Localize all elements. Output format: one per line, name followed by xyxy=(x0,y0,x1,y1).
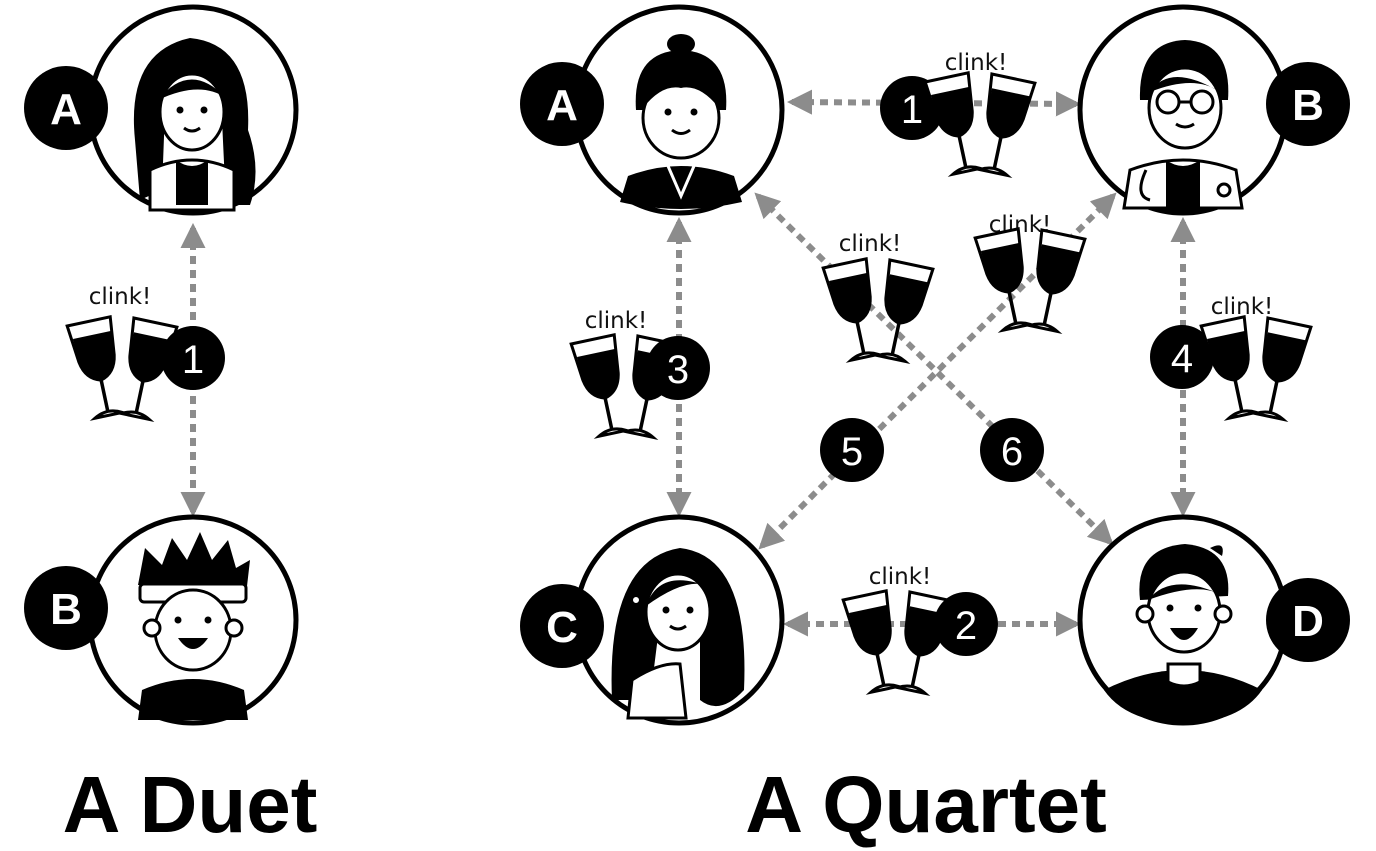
toast-number: 1 xyxy=(901,88,923,132)
boy-headband-icon xyxy=(138,532,250,720)
toast-number-badge xyxy=(820,418,884,482)
badge-b xyxy=(24,566,108,650)
quartet-toast-3: clink! 3 xyxy=(569,308,710,441)
toast-number-badge xyxy=(934,592,998,656)
wine-glasses-icon xyxy=(821,257,935,365)
clink-caption: clink! xyxy=(585,308,648,334)
clink-caption: clink! xyxy=(869,564,932,590)
toast-number: 4 xyxy=(1171,337,1193,381)
duet-toast-1: clink! 1 xyxy=(65,284,225,423)
toast-number-badge xyxy=(1150,325,1214,389)
wine-glasses-icon xyxy=(923,71,1037,179)
clink-caption: clink! xyxy=(839,231,902,257)
quartet-toast-5: clink! 5 xyxy=(820,212,1087,482)
clink-caption: clink! xyxy=(945,50,1008,76)
wine-glasses-icon xyxy=(841,589,955,697)
quartet-person-b: B xyxy=(1077,4,1350,216)
quartet-toast-1: clink! 1 xyxy=(880,50,1037,179)
duet-person-a: A xyxy=(24,4,299,216)
quartet-person-c: C xyxy=(520,514,785,726)
badge-b xyxy=(1266,62,1350,146)
woman-long-hair-icon xyxy=(611,548,745,720)
badge-d-label: D xyxy=(1292,597,1324,646)
quartet-arrow-a-d xyxy=(754,192,1114,546)
badge-a xyxy=(24,66,108,150)
badge-b-label: B xyxy=(50,585,82,634)
badge-d xyxy=(1266,578,1350,662)
badge-a-label: A xyxy=(546,81,578,130)
wine-glasses-icon xyxy=(1199,315,1313,423)
clink-caption: clink! xyxy=(89,284,152,310)
toast-number-badge xyxy=(161,326,225,390)
clink-caption: clink! xyxy=(1211,294,1274,320)
toast-number-badge xyxy=(646,336,710,400)
badge-c xyxy=(520,584,604,668)
toast-number: 3 xyxy=(667,348,689,392)
toast-number-badge xyxy=(980,418,1044,482)
quartet-person-d: D xyxy=(1077,514,1350,726)
toast-number: 1 xyxy=(182,338,204,382)
duet-person-b: B xyxy=(24,514,299,726)
quartet-person-a: A xyxy=(520,4,785,216)
quartet-toast-4: clink! 4 xyxy=(1150,294,1313,423)
wine-glasses-icon xyxy=(65,315,179,423)
quartet-toast-6: clink! 6 xyxy=(821,231,1044,482)
badge-a-label: A xyxy=(50,85,82,134)
duet-title: A Duet xyxy=(63,760,318,849)
badge-b-label: B xyxy=(1292,81,1324,130)
smiling-boy-icon xyxy=(1104,544,1262,724)
toast-number: 5 xyxy=(841,430,863,474)
quartet-title: A Quartet xyxy=(745,760,1107,849)
badge-a xyxy=(520,62,604,146)
woman-curly-hair-icon xyxy=(133,38,256,212)
quartet-toast-2: clink! 2 xyxy=(841,564,998,697)
badge-c-label: C xyxy=(546,603,578,652)
toast-number: 2 xyxy=(955,604,977,648)
woman-bun-hair-icon xyxy=(620,34,742,209)
doctor-glasses-icon xyxy=(1122,40,1244,212)
toast-number: 6 xyxy=(1001,430,1023,474)
